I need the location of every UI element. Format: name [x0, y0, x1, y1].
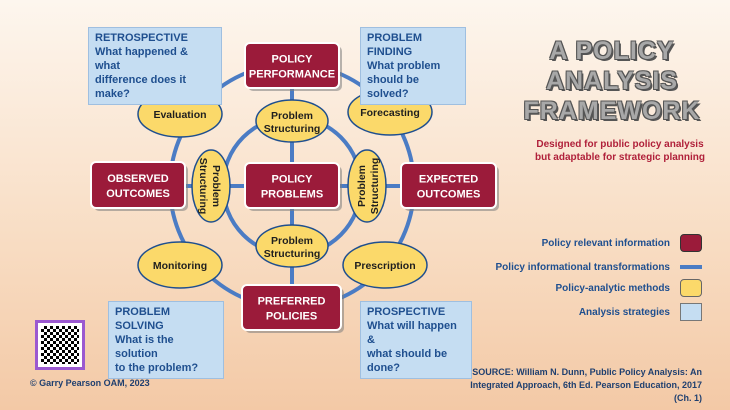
- info-rect: [244, 42, 340, 89]
- legend-label: Policy informational transformations: [495, 261, 670, 273]
- info-label: OUTCOMES: [417, 189, 481, 201]
- strategy-line: What will happen &: [367, 320, 457, 346]
- method-ellipse: [137, 241, 223, 289]
- strategy-line: difference does it make?: [95, 74, 187, 100]
- strategy-heading: PROSPECTIVE: [367, 306, 446, 318]
- method-ellipse: [191, 149, 231, 223]
- method-label: Structuring: [264, 123, 321, 135]
- legend-swatch-info: [680, 234, 702, 252]
- strategy-line: What is the solution: [115, 334, 174, 360]
- strategy-problem-solving: PROBLEM SOLVING What is the solution to …: [108, 301, 224, 379]
- method-ellipse: [255, 99, 329, 143]
- strategy-heading: PROBLEM FINDING: [367, 32, 422, 58]
- subtitle-line: but adaptable for strategic planning: [534, 152, 705, 163]
- method-ellipse: [342, 241, 428, 289]
- method-label: Evaluation: [153, 109, 206, 121]
- strategy-line: should be solved?: [367, 74, 419, 100]
- info-label: POLICY: [272, 54, 314, 66]
- info-label: POLICY: [272, 174, 314, 186]
- legend-label: Policy relevant information: [541, 237, 670, 249]
- method-label: Structuring: [197, 158, 209, 215]
- page-title: A POLICY ANALYSIS FRAMEWORK: [512, 36, 712, 126]
- strategy-line: What happened & what: [95, 46, 188, 72]
- source-line: SOURCE: William N. Dunn, Public Policy A…: [472, 367, 702, 377]
- info-label: OBSERVED: [107, 173, 169, 185]
- method-label: Problem: [271, 235, 313, 247]
- info-nodes: POLICYPERFORMANCEOBSERVEDOUTCOMESPOLICYP…: [90, 42, 499, 333]
- title-line: FRAMEWORK: [523, 97, 701, 125]
- legend-swatch-method: [680, 279, 702, 297]
- method-label: Structuring: [369, 158, 381, 215]
- legend-item-strategy: Analysis strategies: [579, 302, 702, 322]
- strategy-retrospective: RETROSPECTIVE What happened & what diffe…: [88, 27, 222, 105]
- method-ellipse: [347, 149, 387, 223]
- legend-swatch-line: [680, 265, 702, 269]
- method-label: Forecasting: [360, 107, 420, 119]
- method-label: Problem: [356, 165, 368, 207]
- info-node-center: POLICY PROBLEMS: [244, 162, 342, 211]
- info-node-left: OBSERVED OUTCOMES: [90, 161, 188, 211]
- legend-item-method: Policy-analytic methods: [556, 278, 702, 298]
- qr-code-icon: [35, 320, 85, 370]
- strategy-heading: PROBLEM SOLVING: [115, 306, 170, 332]
- legend-label: Analysis strategies: [578, 306, 670, 318]
- strategy-line: What problem: [367, 60, 441, 72]
- info-node-bottom: PREFERRED POLICIES: [241, 284, 344, 333]
- legend-item-line: Policy informational transformations: [496, 257, 702, 277]
- info-rect: [241, 284, 342, 331]
- title-line: A POLICY: [549, 37, 675, 65]
- info-label: PREFERRED: [258, 296, 326, 308]
- strategy-prospective: PROSPECTIVE What will happen & what shou…: [360, 301, 472, 379]
- method-ellipse: [255, 224, 329, 268]
- info-rect: [400, 162, 497, 209]
- info-label: PROBLEMS: [261, 189, 323, 201]
- method-label: Problem: [210, 165, 222, 207]
- info-label: EXPECTED: [419, 174, 478, 186]
- method-monitoring: Monitoring: [137, 241, 223, 289]
- subtitle: Designed for public policy analysis but …: [525, 138, 715, 164]
- legend-label: Policy-analytic methods: [555, 282, 670, 294]
- source-line: Integrated Approach, 6th Ed. Pearson Edu…: [470, 380, 702, 403]
- strategy-line: what should be done?: [367, 348, 448, 374]
- method-label: Prescription: [354, 260, 415, 272]
- info-label: POLICIES: [266, 311, 317, 323]
- legend-swatch-strategy: [680, 303, 702, 321]
- method-label: Structuring: [264, 248, 321, 260]
- title-line: ANALYSIS: [545, 67, 679, 95]
- strategy-problem-finding: PROBLEM FINDING What problem should be s…: [360, 27, 466, 105]
- info-label: OUTCOMES: [106, 188, 170, 200]
- subtitle-line: Designed for public policy analysis: [536, 139, 704, 150]
- method-prescription: Prescription: [342, 241, 428, 289]
- method-label: Monitoring: [153, 260, 207, 272]
- copyright-credit: © Garry Pearson OAM, 2023: [30, 378, 150, 388]
- info-node-top: POLICY PERFORMANCE: [244, 42, 342, 91]
- source-citation: SOURCE: William N. Dunn, Public Policy A…: [462, 366, 702, 405]
- legend-item-info: Policy relevant information: [542, 233, 702, 253]
- strategy-line: to the problem?: [115, 362, 199, 374]
- info-rect: [90, 161, 186, 209]
- info-node-right: EXPECTED OUTCOMES: [400, 162, 499, 211]
- method-label: Problem: [271, 110, 313, 122]
- strategy-heading: RETROSPECTIVE: [95, 32, 188, 44]
- info-rect: [244, 162, 340, 209]
- info-label: PERFORMANCE: [249, 69, 335, 81]
